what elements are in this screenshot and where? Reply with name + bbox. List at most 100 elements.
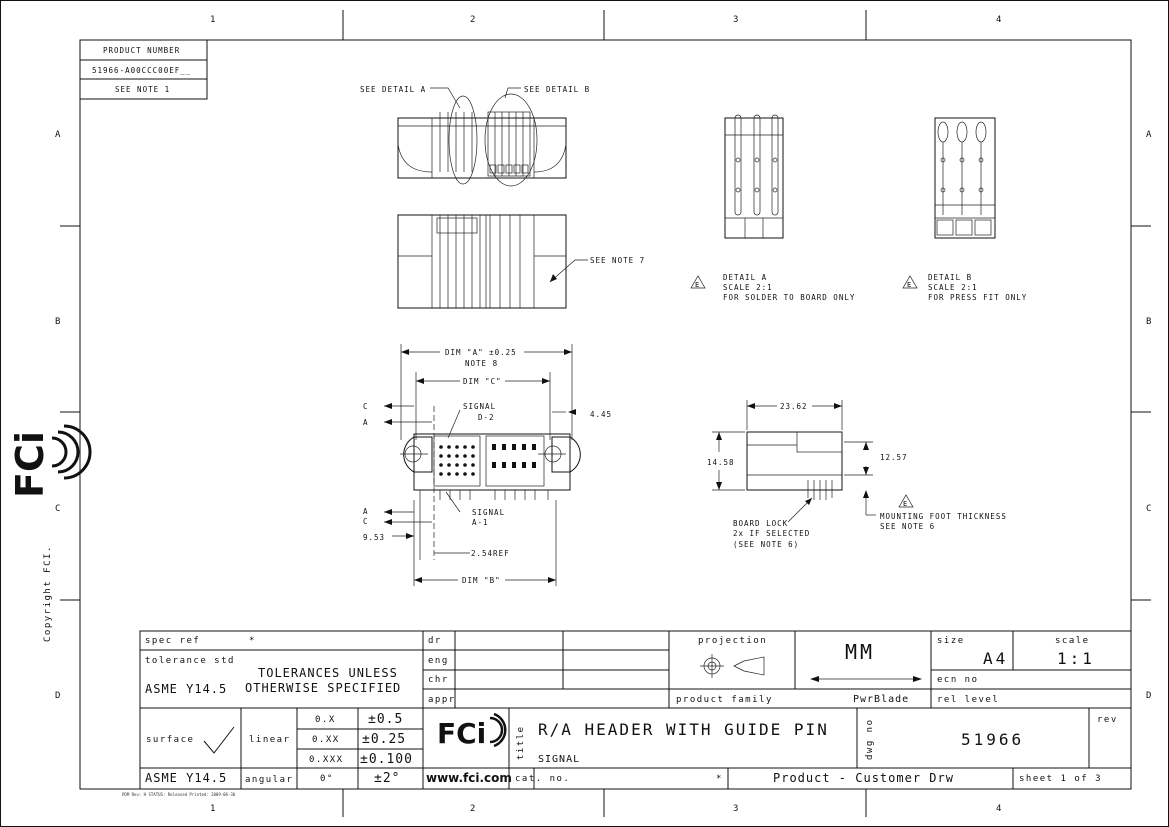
zone-row-d-left: D	[55, 691, 62, 701]
product-number-box: PRODUCT NUMBER 51966-A00CCC00EF__ SEE NO…	[79, 39, 208, 100]
zone-row-c-right: C	[1146, 504, 1153, 514]
dwg-no-label-vertical: dwg no	[865, 718, 875, 760]
tol-value-2: ±0.25	[362, 732, 406, 747]
tol-format-4: 0°	[320, 774, 334, 784]
zone-row-d-right: D	[1146, 691, 1153, 701]
dim-c-label: DIM "C"	[463, 377, 502, 386]
signal-a1-label-2: A-1	[472, 518, 489, 527]
ecn-no-label: ecn no	[937, 675, 979, 685]
footer-small-print: PDM Rev: H STATUS: Released Printed: 200…	[122, 792, 236, 797]
detail-b-view	[934, 117, 996, 239]
cat-no-value: *	[716, 774, 723, 784]
sign-row-dr: dr	[428, 636, 442, 646]
zone-row-b-left: B	[55, 317, 62, 327]
rear-view-connector	[397, 214, 567, 309]
third-angle-projection-icon	[700, 654, 765, 678]
detail-a-note: FOR SOLDER TO BOARD ONLY	[723, 293, 855, 302]
linear-label: linear	[249, 735, 291, 745]
see-detail-b-label: SEE DETAIL B	[524, 85, 590, 94]
zone-row-a-right: A	[1146, 130, 1153, 140]
title-label-vertical: title	[516, 725, 526, 760]
size-value: A4	[983, 649, 1008, 668]
top-view-connector	[397, 93, 567, 187]
dimension-arrows-front	[384, 349, 576, 583]
side-view-connector	[746, 431, 843, 500]
tol-value-1: ±0.5	[368, 712, 403, 727]
tol-value-3: ±0.100	[360, 752, 413, 767]
sign-row-appr: appr	[428, 695, 456, 705]
mounting-foot-label-2: SEE NOTE 6	[880, 522, 935, 531]
detail-a-scale: SCALE 2:1	[723, 283, 773, 292]
svg-text:FCi: FCi	[8, 431, 52, 498]
dim-254-label: 2.54REF	[471, 549, 510, 558]
signal-d2-label-2: D-2	[478, 413, 495, 422]
product-number-note: SEE NOTE 1	[115, 85, 170, 94]
arrow-note-7	[550, 274, 557, 282]
tol-format-3: 0.XXX	[309, 755, 344, 765]
rev-label: rev	[1097, 715, 1118, 725]
zone-col-2-top: 2	[470, 15, 477, 25]
detail-b-note: FOR PRESS FIT ONLY	[928, 293, 1027, 302]
surface-label: surface	[146, 735, 194, 745]
angular-label: angular	[245, 775, 293, 785]
drawing-title: R/A HEADER WITH GUIDE PIN	[538, 720, 829, 739]
fci-logo: FCi	[437, 712, 507, 750]
leader-detail-b	[504, 87, 521, 99]
note-8-label: NOTE 8	[465, 359, 498, 368]
zone-ticks	[60, 10, 1151, 817]
board-lock-label-3: (SEE NOTE 6)	[733, 540, 799, 549]
detail-a-view	[724, 114, 784, 239]
spec-ref-value: *	[249, 636, 256, 646]
section-c-top-label: C	[363, 402, 369, 411]
sheet-number: sheet 1 of 3	[1019, 774, 1102, 784]
zone-col-3-top: 3	[733, 15, 740, 25]
spec-ref-label: spec ref	[145, 636, 200, 646]
leader-note-7	[549, 259, 588, 283]
surface-std-value: ASME Y14.5	[145, 771, 227, 785]
product-number-value: 51966-A00CCC00EF__	[92, 66, 191, 75]
dim-b-label: DIM "B"	[462, 576, 501, 585]
svg-text:E: E	[903, 500, 908, 508]
detail-a-title: DETAIL A	[723, 273, 767, 282]
zone-row-c-left: C	[55, 504, 62, 514]
product-family-value: PwrBlade	[853, 694, 909, 705]
copyright-vertical: Copyright FCI.	[43, 545, 53, 642]
section-a-bottom-label: A	[363, 507, 369, 516]
svg-text:Copyright FCI.: Copyright FCI.	[43, 545, 53, 642]
scale-value: 1:1	[1057, 649, 1095, 668]
dimension-lines-front	[384, 344, 573, 586]
dimension-arrows-side	[716, 403, 869, 505]
svg-text:FCi: FCi	[437, 717, 486, 750]
see-note-7-label: SEE NOTE 7	[590, 256, 645, 265]
dim-2362-label: 23.62	[780, 402, 808, 411]
tolerances-line-1: TOLERANCES UNLESS	[258, 666, 398, 680]
projection-label: projection	[698, 636, 767, 646]
title-block	[139, 630, 1132, 790]
svg-text:E: E	[695, 281, 700, 289]
svg-text:dwg no: dwg no	[865, 718, 875, 760]
tol-value-4: ±2°	[374, 771, 400, 786]
section-c-bottom-label: C	[363, 517, 369, 526]
zone-col-4-top: 4	[996, 15, 1003, 25]
rel-level-label: rel level	[937, 695, 999, 705]
warning-triangle-icon: E	[902, 275, 918, 289]
dim-1458-label: 14.58	[707, 458, 735, 467]
tolerance-std-value: ASME Y14.5	[145, 682, 227, 696]
website-link[interactable]: www.fci.com	[426, 771, 512, 785]
sign-row-eng: eng	[428, 656, 449, 666]
tolerance-std-label: tolerance std	[145, 656, 235, 666]
side-logo-arcs-icon	[51, 424, 92, 480]
dwg-no-value: 51966	[961, 730, 1024, 749]
see-detail-a-label: SEE DETAIL A	[360, 85, 426, 94]
document-type: Product - Customer Drw	[773, 771, 954, 785]
dim-953-label: 9.53	[363, 533, 385, 542]
detail-b-scale: SCALE 2:1	[928, 283, 978, 292]
signal-a1-label-1: SIGNAL	[472, 508, 505, 517]
product-family-label: product family	[676, 695, 773, 705]
zone-col-1-bottom: 1	[210, 804, 217, 814]
double-arrow-icon	[810, 676, 922, 682]
product-number-header: PRODUCT NUMBER	[103, 46, 180, 55]
warning-triangle-icon: E	[690, 275, 706, 289]
svg-text:title: title	[516, 725, 526, 760]
